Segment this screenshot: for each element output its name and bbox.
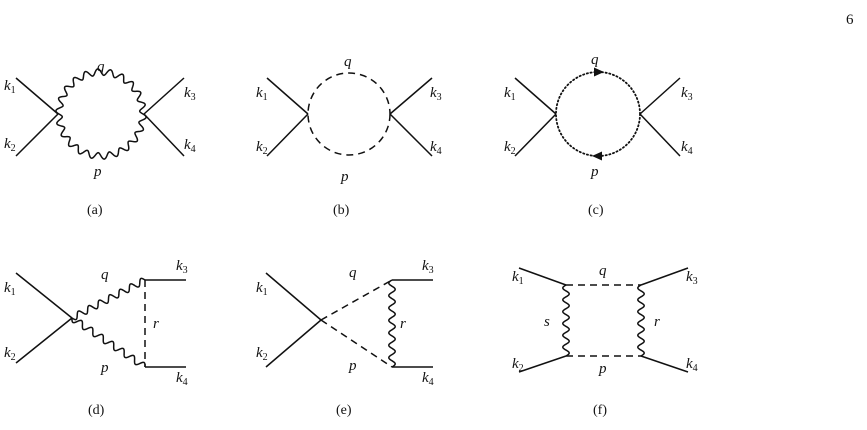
dashed-line-p [320,319,393,368]
external-line-k4 [639,113,681,157]
label-k3: k3 [422,258,434,276]
label-p: p [348,358,357,374]
arrow-left-icon [592,151,602,161]
label-q: q [599,263,607,279]
label-k2: k2 [512,356,524,374]
caption-e: (e) [336,403,352,418]
label-k3: k3 [176,258,188,276]
external-line-k2 [15,317,73,364]
diagram-a: k1 k2 k3 k4 q p (a) [4,59,196,218]
external-line-k3 [143,77,185,115]
diagram-d: k1 k2 k3 k4 q p r (d) [4,258,188,418]
label-k1: k1 [504,85,516,103]
label-k2: k2 [504,139,516,157]
wavy-line-r [637,284,645,357]
label-s: s [544,314,550,330]
caption-b: (b) [333,203,350,218]
label-r: r [400,316,406,332]
wavy-line-q [71,277,146,321]
label-k4: k4 [184,137,196,155]
label-k4: k4 [681,139,693,157]
external-line-k3 [639,77,681,115]
diagram-f: k1 k2 k3 k4 q p s r (f) [512,263,698,418]
arrow-right-icon [594,67,604,77]
caption-a: (a) [87,203,103,218]
diagram-c: k1 k2 k3 k4 q p (c) [504,52,693,218]
external-line-k3 [640,267,689,286]
external-line-k4 [640,355,689,373]
external-line-k2 [266,113,309,157]
label-k1: k1 [256,280,268,298]
dotted-loop [555,71,641,157]
external-line-k1 [266,77,309,115]
external-line-k4 [143,113,185,157]
label-k1: k1 [256,85,268,103]
label-k4: k4 [422,370,434,388]
label-k1: k1 [512,269,524,287]
diagram-b: k1 k2 k3 k4 q p (b) [256,54,442,218]
label-k4: k4 [686,356,698,374]
label-k4: k4 [430,139,442,157]
external-line-k4 [389,113,433,157]
external-line-k1 [265,272,322,321]
page-number: 6 [846,12,854,28]
label-r: r [153,316,159,332]
label-k2: k2 [256,139,268,157]
dashed-loop [307,72,391,156]
label-k3: k3 [430,85,442,103]
label-p: p [93,164,102,180]
label-p: p [590,164,599,180]
label-r: r [654,314,660,330]
label-q: q [344,54,352,70]
label-k3: k3 [686,269,698,287]
external-line-k1 [514,77,557,115]
wavy-line-s [562,284,570,357]
caption-d: (d) [88,403,105,418]
label-q: q [349,265,357,281]
label-k2: k2 [4,345,16,363]
label-k2: k2 [4,136,16,154]
caption-c: (c) [588,203,604,218]
external-line-k2 [514,113,557,157]
label-q: q [591,52,599,68]
label-k2: k2 [256,345,268,363]
label-k3: k3 [184,85,196,103]
external-line-k3 [389,77,433,115]
wavy-line-p [71,317,146,368]
label-q: q [97,59,105,75]
external-line-k1 [15,272,73,319]
label-p: p [598,361,607,377]
label-k4: k4 [176,370,188,388]
dashed-line-q [320,279,393,321]
diagram-e: k1 k2 k3 k4 q p r (e) [256,258,434,418]
label-p: p [340,169,349,185]
label-k1: k1 [4,78,16,96]
external-line-k1 [518,267,567,286]
label-p: p [100,360,109,376]
label-k1: k1 [4,280,16,298]
external-line-k2 [518,355,567,373]
external-line-k2 [265,319,322,368]
external-line-k2 [15,113,59,157]
label-q: q [101,267,109,283]
wavy-line-r [388,279,396,368]
wavy-loop [55,68,147,160]
label-k3: k3 [681,85,693,103]
external-line-k1 [15,77,59,115]
caption-f: (f) [593,403,607,418]
